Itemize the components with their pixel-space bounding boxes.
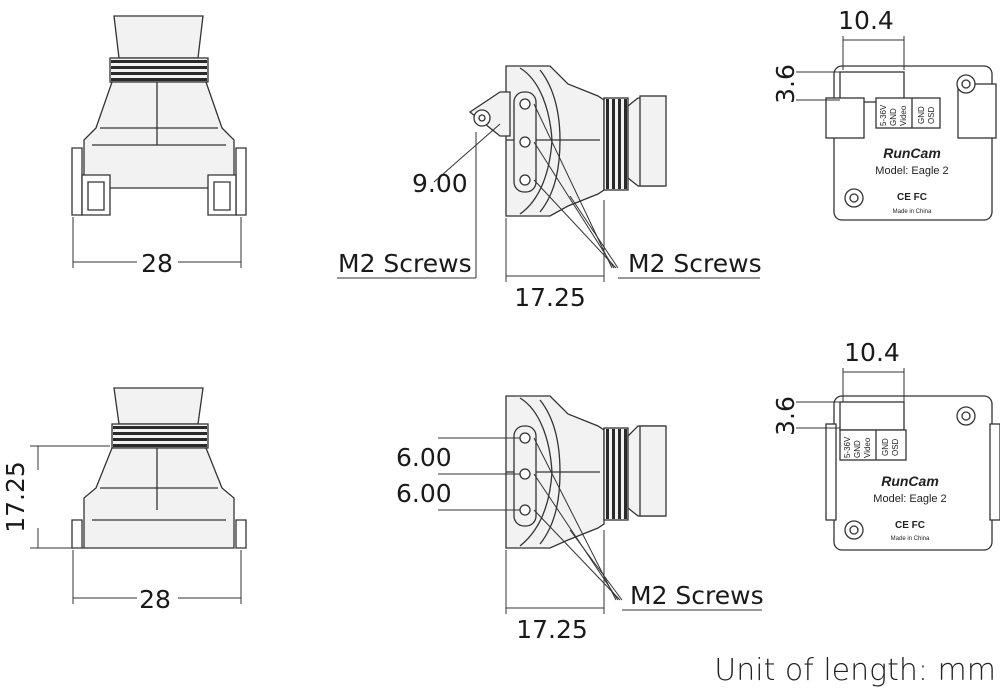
front-top-width-label: 28 [141, 249, 173, 278]
back-bottom-pin-4: GND [881, 438, 890, 456]
back-bottom-pin-2: GND [853, 440, 862, 458]
front-view-top: 28 [71, 15, 247, 278]
back-bottom-made-in: Made in China [891, 536, 930, 542]
side-top-hole-spacing-label: 9.00 [412, 169, 468, 198]
back-top-cert: CE FC [897, 192, 927, 203]
back-top-model: Model: Eagle 2 [875, 165, 948, 177]
m2-screws-right-top-label: M2 Screws [628, 249, 762, 278]
back-view-top: 5-36V GND Video GND OSD RunCam Model: Ea… [771, 6, 997, 221]
back-top-pin-4: GND [917, 106, 926, 124]
back-bottom-cert: CE FC [895, 520, 925, 531]
back-top-height-label: 3.6 [771, 64, 800, 104]
front-bottom-height-label: 17.25 [1, 461, 30, 533]
back-top-pin-2: GND [889, 108, 898, 126]
back-top-pin-5: OSD [927, 106, 936, 124]
back-top-brand-logo: RunCam [883, 145, 941, 161]
back-bottom-width-label: 10.4 [844, 338, 900, 367]
back-bottom-pin-3: Video [863, 437, 872, 458]
back-top-made-in: Made in China [893, 209, 932, 215]
side-bottom-depth-label: 17.25 [516, 615, 588, 644]
side-view-bottom: 6.00 6.00 M2 Screws 17.25 [396, 395, 764, 644]
back-bottom-model: Model: Eagle 2 [873, 493, 946, 505]
side-view-top: 9.00 M2 Screws M2 Screws 17.25 [337, 65, 762, 312]
back-bottom-brand-logo: RunCam [881, 473, 939, 489]
side-bottom-spacing-b-label: 6.00 [396, 479, 452, 508]
m2-screws-right-bottom-label: M2 Screws [630, 581, 764, 610]
side-top-knurl [606, 99, 627, 189]
back-view-bottom: 5-36V GND Video GND OSD RunCam Model: Ea… [771, 338, 1000, 551]
front-bottom-width-label: 28 [139, 585, 171, 614]
side-top-depth-label: 17.25 [514, 283, 586, 312]
unit-of-length-note: Unit of length: mm [714, 653, 996, 688]
lens-ring-knurl-bottom [113, 426, 207, 447]
lens-ring-knurl [111, 60, 207, 81]
m2-screws-left-label: M2 Screws [338, 249, 472, 278]
back-bottom-height-label: 3.6 [771, 396, 800, 436]
back-top-pin-3: Video [899, 105, 908, 126]
side-bottom-knurl [606, 429, 627, 519]
front-view-bottom: 17.25 28 [1, 387, 247, 614]
back-bottom-pin-5: OSD [891, 438, 900, 456]
back-bottom-pin-1: 5-36V [843, 436, 852, 458]
back-top-pin-1: 5-36V [879, 104, 888, 126]
back-top-width-label: 10.4 [838, 6, 894, 35]
side-bottom-spacing-a-label: 6.00 [396, 443, 452, 472]
